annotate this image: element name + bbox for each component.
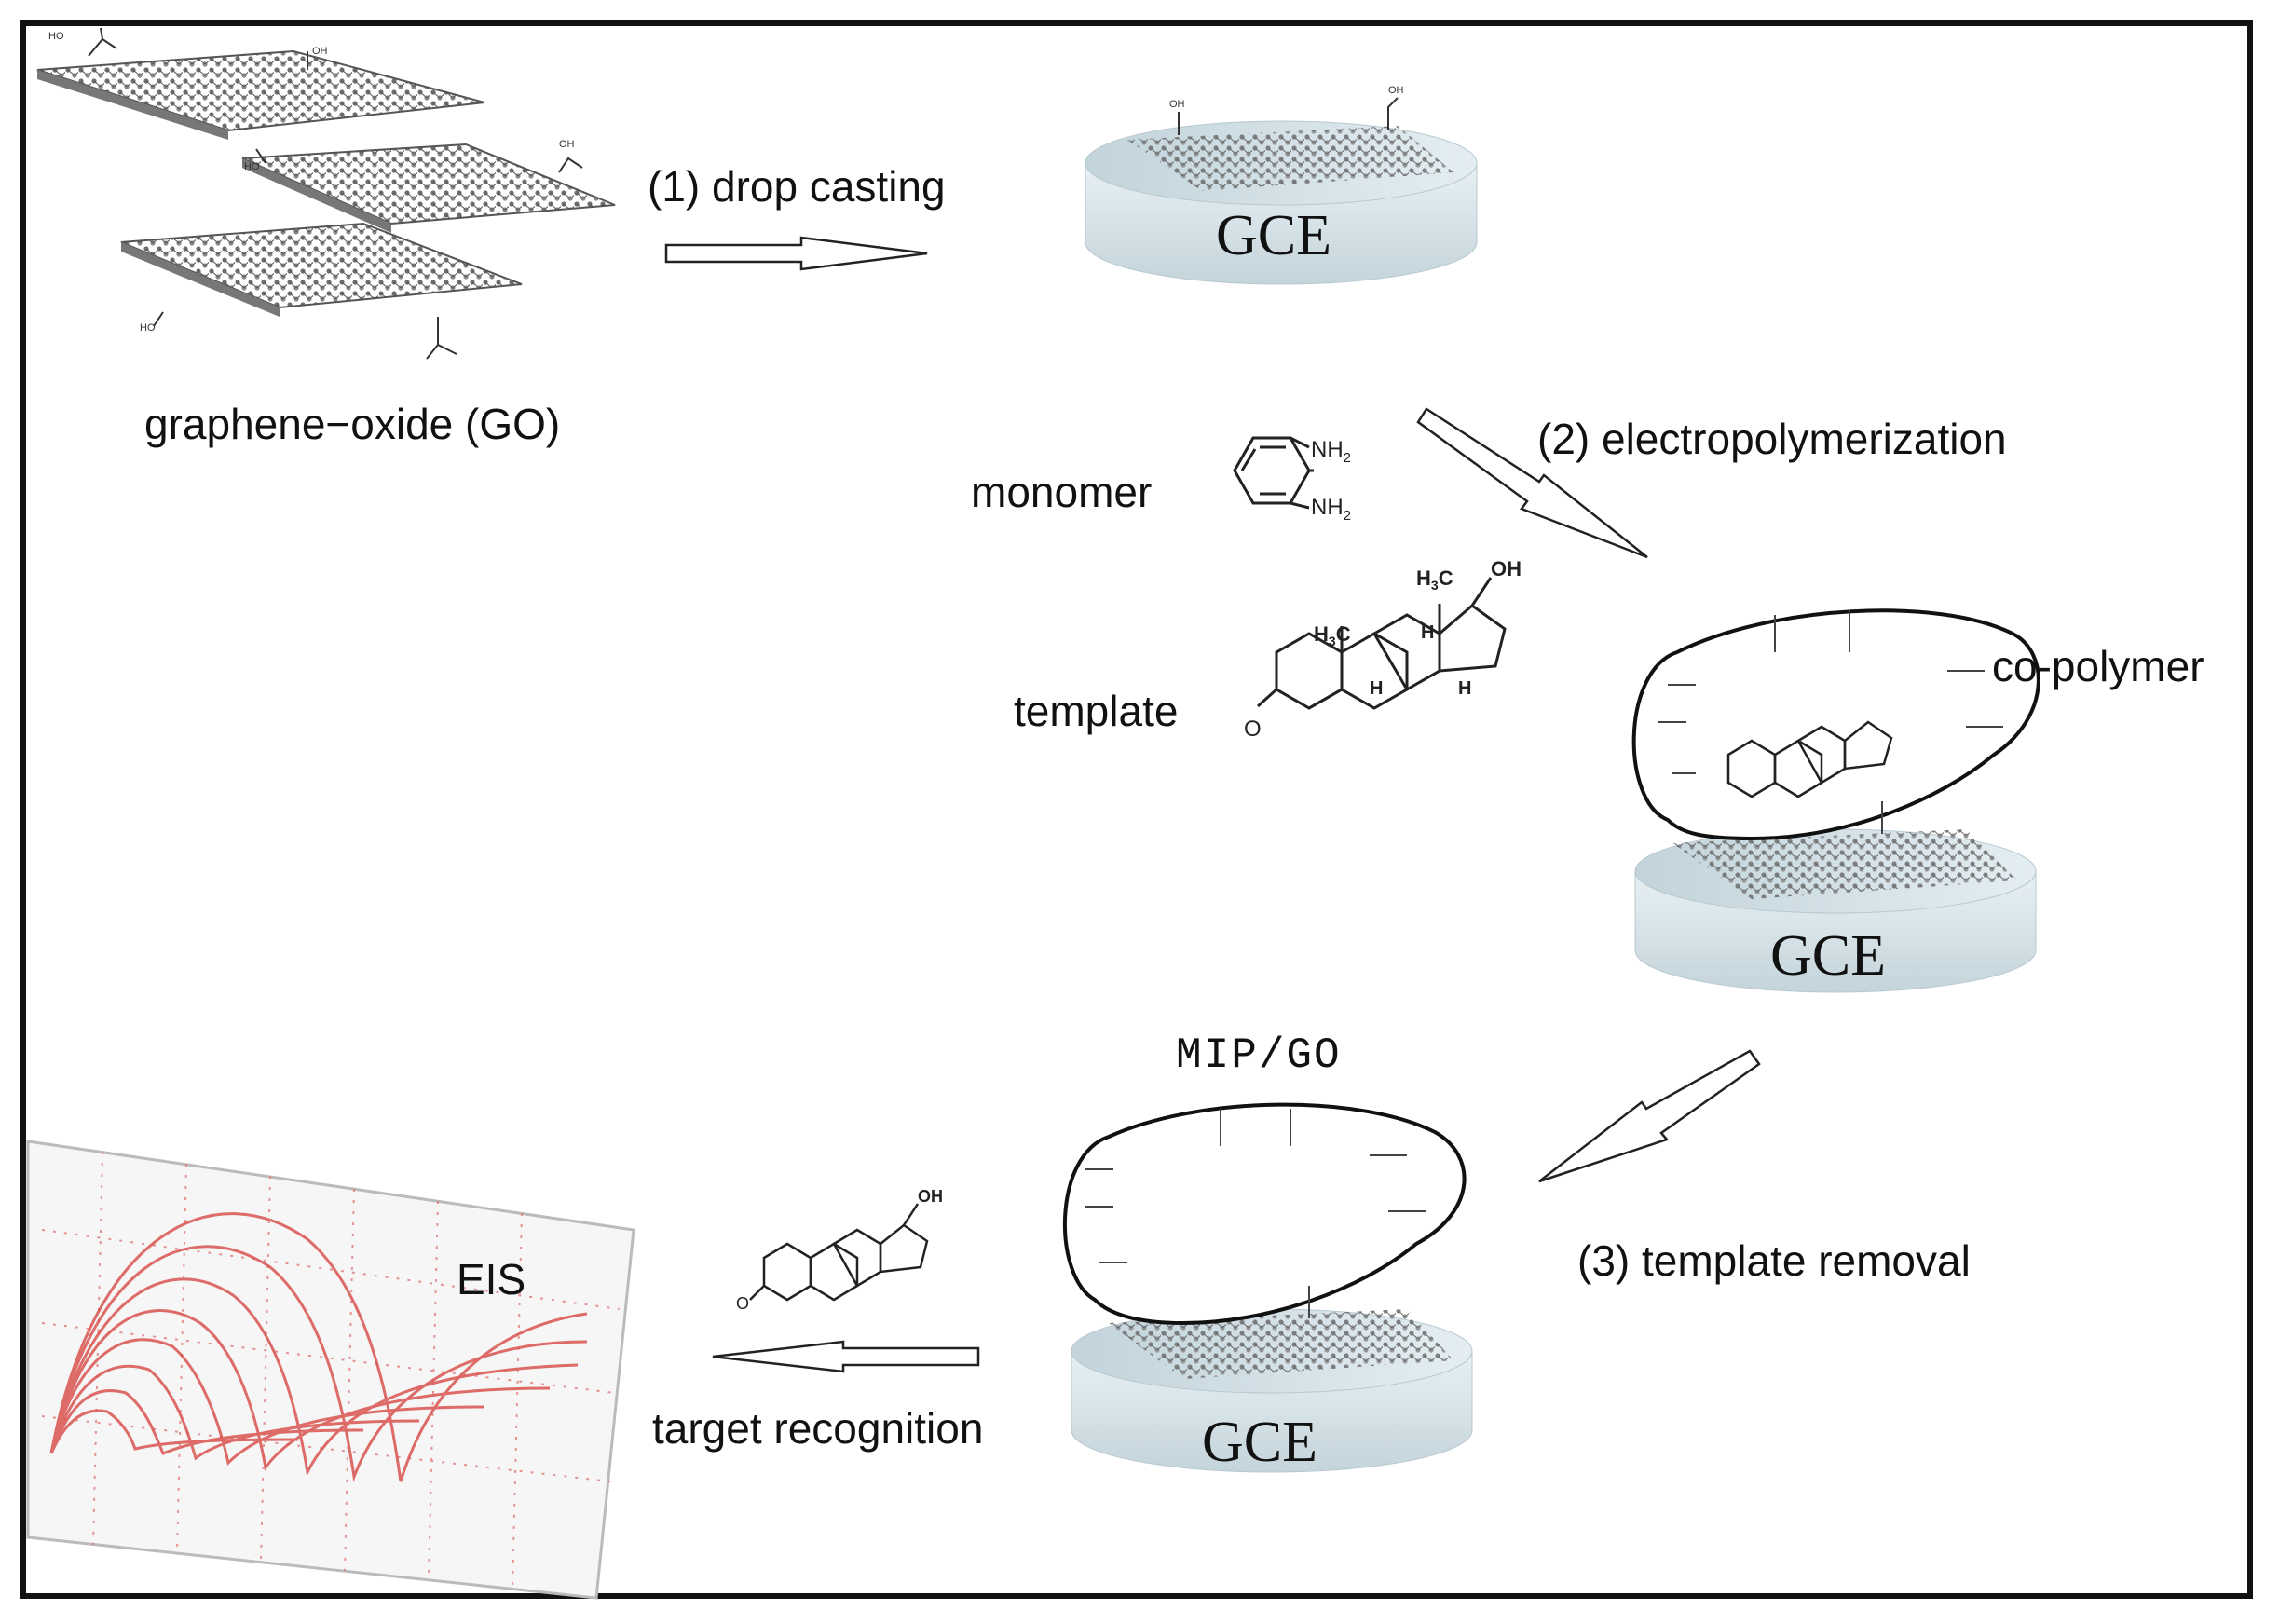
svg-text:NH2: NH2 [1311,437,1351,466]
hollow-arrow-icon [712,1340,980,1373]
svg-text:H: H [1421,622,1434,643]
svg-text:HO: HO [140,322,156,334]
svg-text:OH: OH [1388,85,1404,96]
svg-text:O: O [1244,716,1262,742]
hollow-arrow-icon [1416,407,1648,559]
step2-electropolymerization-label: (2) electropolymerization [1537,415,2007,463]
step1-drop-casting-label: (1) drop casting [648,162,946,211]
steroid-molecule-icon [749,1203,929,1302]
gce-label-1: GCE [1216,204,1331,267]
step3-template-removal-label: (3) template removal [1577,1236,1971,1285]
template-label: template [1014,687,1179,735]
svg-text:HO: HO [48,31,64,42]
svg-text:HO: HO [244,161,260,172]
eis-label: EIS [457,1255,526,1303]
svg-text:H: H [1458,678,1471,699]
target-recognition-label: target recognition [652,1404,984,1453]
svg-text:O: O [736,1294,749,1313]
svg-text:H3C: H3C [1416,566,1453,593]
graphene-sheet-icon [36,27,616,360]
svg-text:H3C: H3C [1314,622,1351,648]
polymer-cavity-icon [1631,608,2040,841]
svg-text:OH: OH [1169,99,1185,110]
polymer-cavity-icon [1063,1102,1467,1326]
copolymer-text: co-polymer [1992,642,2204,690]
svg-text:OH: OH [1491,557,1522,580]
eis-plot-icon [26,1140,635,1600]
svg-text:NH2: NH2 [1311,495,1351,524]
hollow-arrow-icon [1538,1049,1761,1183]
gce-label-2: GCE [1770,924,1886,988]
electrode-disk-icon [1634,828,2037,993]
steroid-molecule-icon [1256,577,1507,710]
benzene-diamine-icon [1233,436,1314,510]
mip-go-label: MIP/GO [1176,1031,1342,1080]
svg-text:OH: OH [918,1187,943,1206]
graphene-oxide-label: graphene−oxide (GO) [144,400,561,448]
svg-text:OH: OH [559,139,575,150]
gce-label-3: GCE [1202,1411,1317,1474]
hollow-arrow-icon [664,236,928,271]
svg-text:OH: OH [312,46,328,57]
svg-text:H: H [1370,678,1383,699]
electrode-disk-icon [1085,97,1478,285]
monomer-label: monomer [971,468,1153,516]
